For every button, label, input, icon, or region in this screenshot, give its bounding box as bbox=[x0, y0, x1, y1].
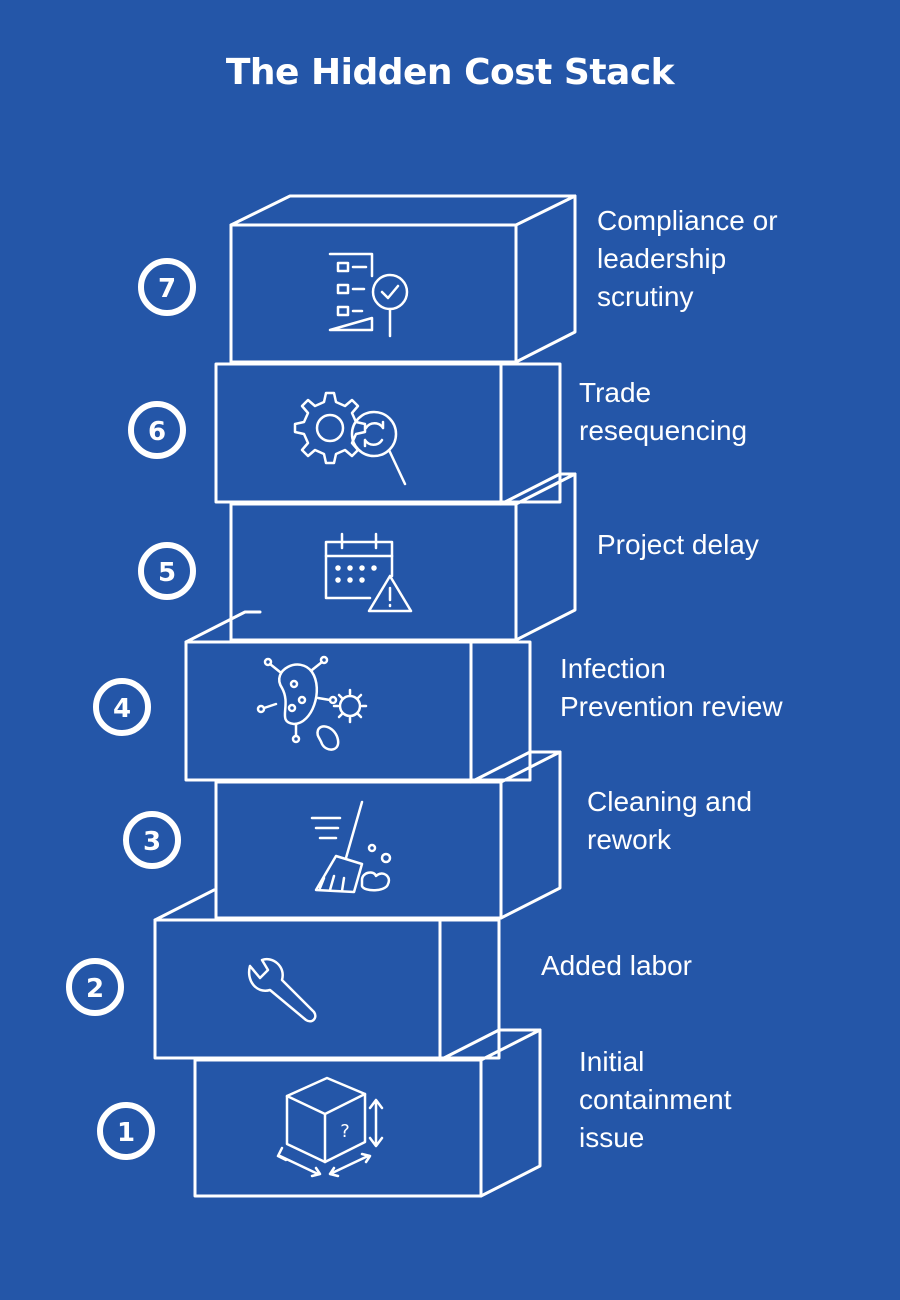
block-1 bbox=[193, 1028, 542, 1198]
step-6-label: Trade resequencing bbox=[579, 377, 748, 446]
checklist-magnifier-icon bbox=[328, 252, 409, 338]
badge-2: 2 bbox=[66, 958, 124, 1016]
step-5-label: Project delay bbox=[597, 529, 759, 560]
step-2-label: Added labor bbox=[541, 950, 693, 981]
badge-3: 3 bbox=[123, 811, 181, 869]
block-5 bbox=[229, 472, 577, 642]
svg-text:5: 5 bbox=[158, 558, 176, 588]
svg-text:7: 7 bbox=[158, 274, 176, 304]
calendar-warning-icon bbox=[324, 532, 413, 613]
step-7-label: Compliance or leadership scrutiny bbox=[597, 205, 778, 312]
broom-icon bbox=[310, 800, 392, 894]
svg-text:1: 1 bbox=[117, 1118, 135, 1148]
box-question-icon bbox=[276, 1076, 384, 1178]
svg-text:4: 4 bbox=[113, 694, 131, 724]
wrench-icon bbox=[247, 957, 317, 1023]
badge-6: 6 bbox=[128, 401, 186, 459]
question-mark-glyph: ? bbox=[340, 1121, 350, 1142]
gear-magnifier-icon bbox=[293, 391, 407, 486]
step-3-label: Cleaning and rework bbox=[587, 786, 753, 855]
block-3 bbox=[214, 750, 562, 920]
badge-1: 1 bbox=[97, 1102, 155, 1160]
svg-text:2: 2 bbox=[86, 974, 104, 1004]
step-1-label: Initial containment issue bbox=[579, 1046, 732, 1153]
badge-7: 7 bbox=[138, 258, 196, 316]
block-4 bbox=[184, 610, 532, 782]
svg-text:3: 3 bbox=[143, 827, 161, 857]
svg-text:6: 6 bbox=[148, 417, 166, 447]
step-4-label: Infection Prevention review bbox=[560, 653, 783, 722]
badge-5: 5 bbox=[138, 542, 196, 600]
bacteria-icon bbox=[256, 655, 368, 751]
block-6 bbox=[214, 362, 562, 504]
page-title: The Hidden Cost Stack bbox=[225, 52, 675, 93]
badge-4: 4 bbox=[93, 678, 151, 736]
block-7 bbox=[229, 194, 577, 364]
block-2 bbox=[153, 888, 501, 1060]
